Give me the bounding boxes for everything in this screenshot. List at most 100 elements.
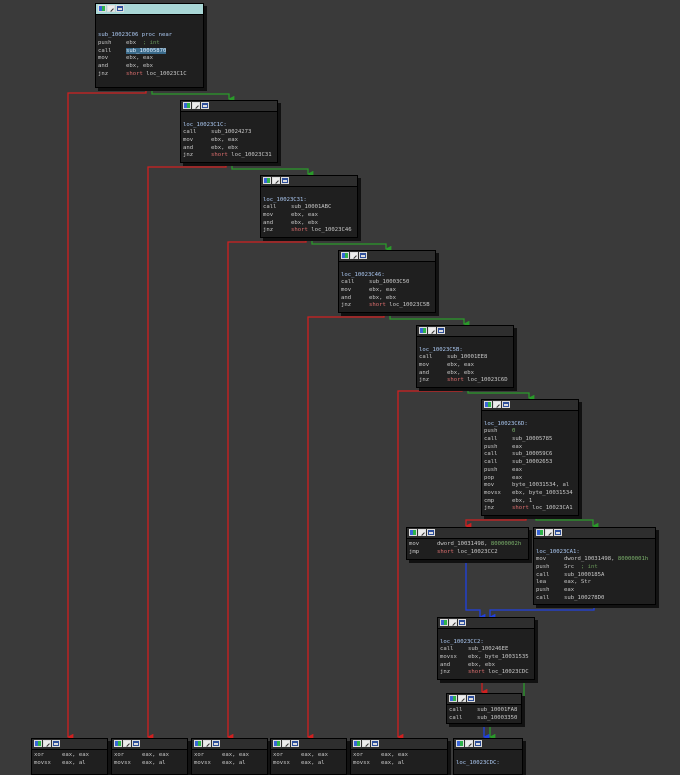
edit-icon[interactable] (107, 5, 115, 12)
edit-icon[interactable] (458, 695, 466, 702)
edit-icon[interactable] (192, 102, 200, 109)
graph-color-icon[interactable] (484, 401, 492, 408)
edit-icon[interactable] (282, 740, 290, 747)
comment-icon[interactable] (281, 177, 289, 184)
code-label[interactable]: loc_10023C31: (263, 197, 355, 205)
comment-icon[interactable] (474, 740, 482, 747)
graph-color-icon[interactable] (456, 740, 464, 747)
edit-icon[interactable] (362, 740, 370, 747)
edit-icon[interactable] (493, 401, 501, 408)
graph-color-icon[interactable] (273, 740, 281, 747)
edit-icon[interactable] (428, 327, 436, 334)
comment-icon[interactable] (502, 401, 510, 408)
block-loc-10023CDC[interactable]: loc_10023CDC: (453, 738, 523, 775)
edit-icon[interactable] (43, 740, 51, 747)
graph-color-icon[interactable] (341, 252, 349, 259)
code-label[interactable]: loc_10023C46: (341, 272, 433, 280)
graph-color-icon[interactable] (194, 740, 202, 747)
comment-icon[interactable] (458, 619, 466, 626)
comment-icon[interactable] (52, 740, 60, 747)
comment-icon[interactable] (427, 529, 435, 536)
code-label[interactable]: loc_10023CC2: (440, 639, 532, 647)
graph-color-icon[interactable] (536, 529, 544, 536)
graph-color-icon[interactable] (440, 619, 448, 626)
edit-icon[interactable] (465, 740, 473, 747)
comment-icon[interactable] (132, 740, 140, 747)
graph-color-icon[interactable] (114, 740, 122, 747)
edit-icon[interactable] (203, 740, 211, 747)
comment-icon[interactable] (437, 327, 445, 334)
graph-color-icon[interactable] (183, 102, 191, 109)
operand[interactable]: sub_10005870 (126, 47, 167, 54)
comment-icon[interactable] (291, 740, 299, 747)
graph-color-icon[interactable] (98, 5, 106, 12)
code-label[interactable]: loc_10023C6D: (484, 421, 576, 429)
edit-icon[interactable] (418, 529, 426, 536)
edit-icon[interactable] (272, 177, 280, 184)
comment-icon[interactable] (554, 529, 562, 536)
graph-color-icon[interactable] (263, 177, 271, 184)
comment-icon[interactable] (212, 740, 220, 747)
graph-color-icon[interactable] (449, 695, 457, 702)
comment-icon[interactable] (371, 740, 379, 747)
edit-icon[interactable] (449, 619, 457, 626)
comment-icon[interactable] (116, 5, 124, 12)
